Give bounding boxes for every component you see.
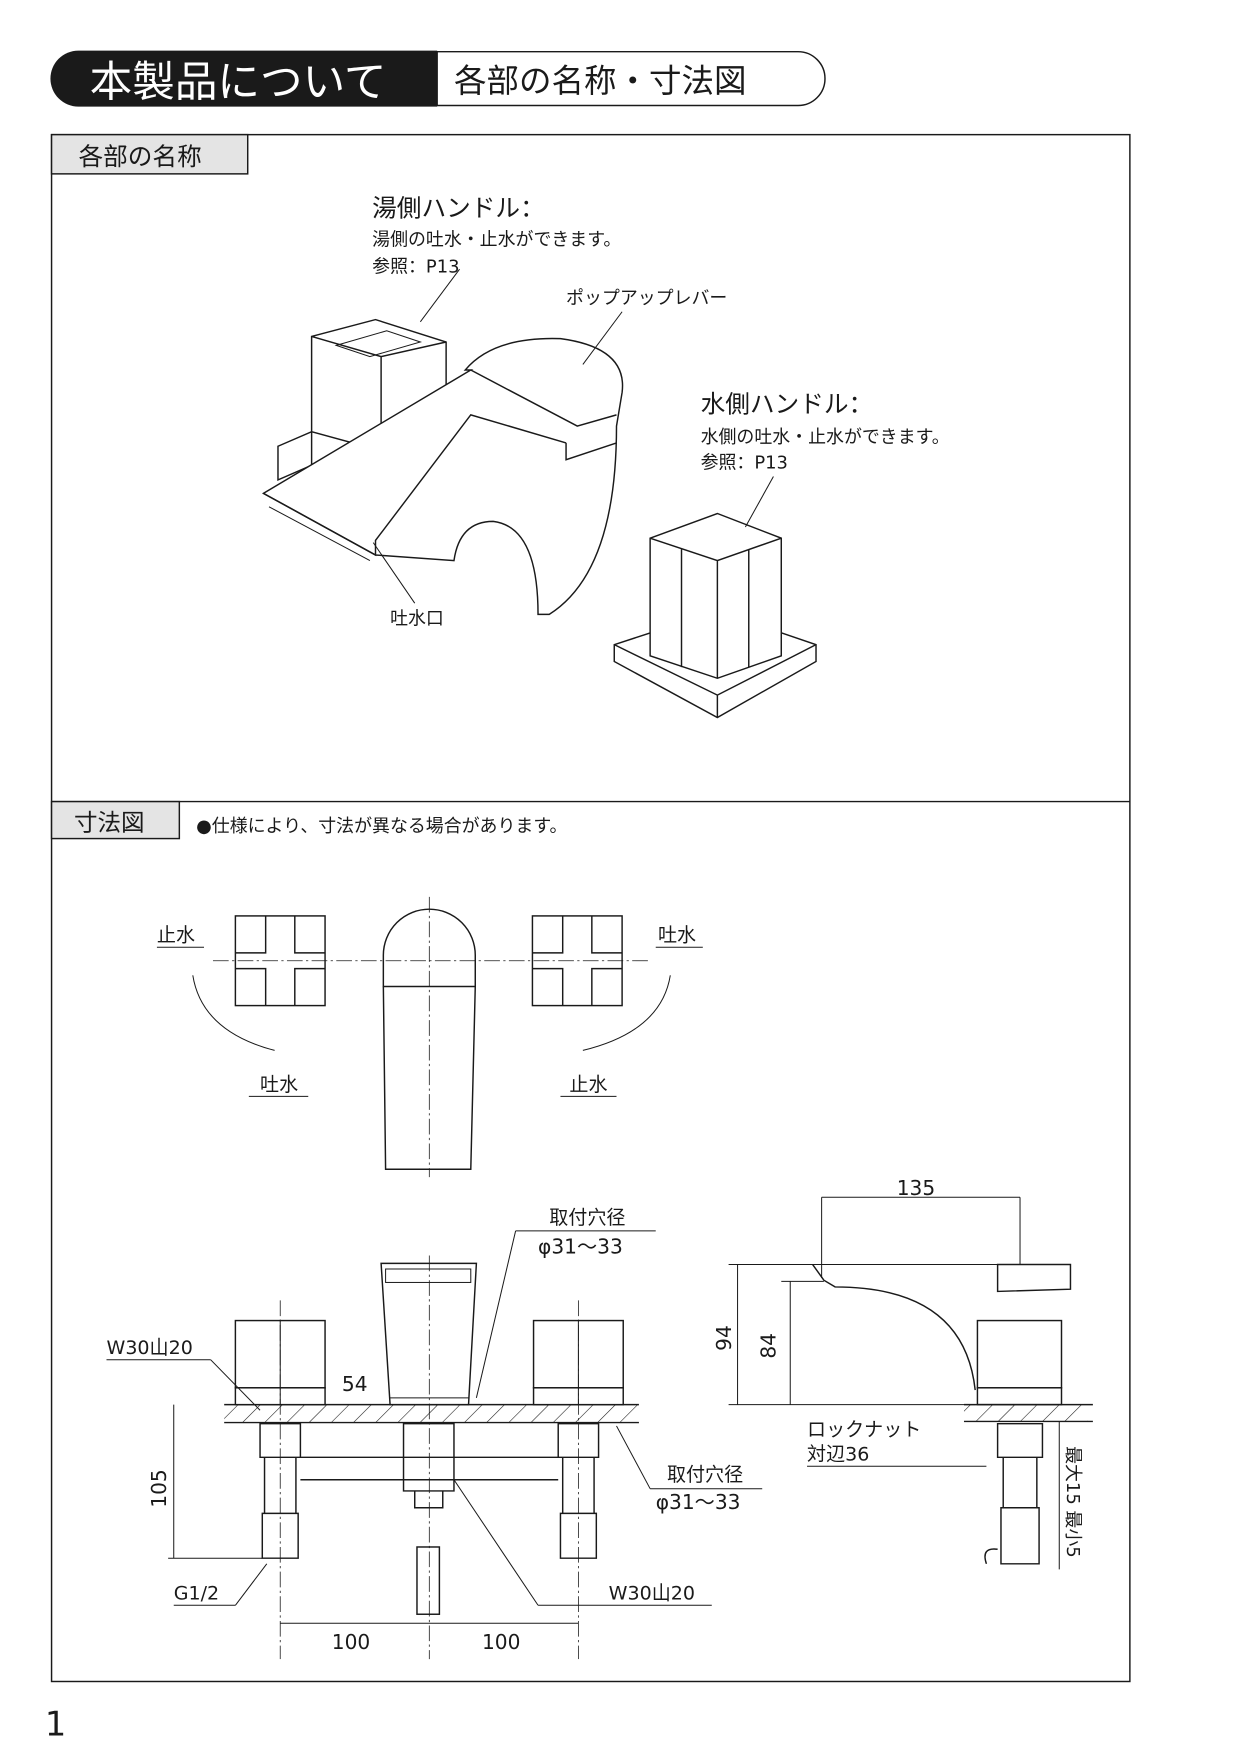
parts-section-label: 各部の名称: [78, 142, 201, 171]
popup-lever-label: ポップアップレバー: [566, 288, 727, 309]
right-hole-value: φ31～33: [656, 1490, 741, 1514]
parts-section: 各部の名称 湯側ハンドル： 湯側の吐水・止水ができます。 参照：P13 ポップア…: [50, 133, 950, 719]
dim-100-left: 100: [332, 1630, 370, 1654]
hot-handle-title: 湯側ハンドル：: [372, 193, 545, 222]
side-view-drawing: [728, 1196, 1093, 1570]
left-handle-stop-label: 止水: [157, 925, 195, 947]
spout-label: 吐水口: [390, 608, 444, 629]
center-thread-label: W30山20: [609, 1583, 695, 1605]
locknut-size: 対辺36: [807, 1444, 869, 1466]
dim-54: 54: [342, 1372, 368, 1396]
dimension-section-label: 寸法図: [74, 809, 145, 837]
dim-135: 135: [897, 1176, 935, 1200]
cold-handle-title: 水側ハンドル：: [701, 390, 874, 419]
header-title-pill: [50, 50, 438, 107]
header-subtitle: 各部の名称・寸法図: [454, 62, 747, 100]
left-handle-flow-label: 吐水: [260, 1074, 298, 1096]
faucet-isometric-illustration: [261, 268, 817, 719]
cold-handle-desc: 水側の吐水・止水ができます。: [701, 427, 950, 448]
hot-handle-ref: 参照：P13: [372, 257, 459, 278]
parts-section-tab: [50, 133, 249, 175]
cold-handle-ref: 参照：P13: [701, 453, 788, 474]
counter-thickness-range: 最大15 最小5: [1062, 1446, 1083, 1558]
locknut-label: ロックナット: [807, 1419, 921, 1441]
top-hole-label: 取付穴径: [549, 1207, 625, 1229]
front-view-drawing: [106, 1230, 763, 1660]
dim-105: 105: [147, 1469, 171, 1507]
content-frame: [50, 133, 1131, 1683]
top-view-drawing: [156, 896, 703, 1178]
left-thread-label: W30山20: [106, 1337, 192, 1359]
dimension-section-tab: [50, 800, 181, 840]
dim-94: 94: [712, 1325, 736, 1351]
dim-100-right: 100: [482, 1630, 520, 1654]
right-handle-stop-label: 止水: [569, 1074, 607, 1096]
top-hole-value: φ31～33: [538, 1234, 623, 1258]
g-thread-label: G1/2: [174, 1583, 219, 1605]
right-handle-flow-label: 吐水: [658, 925, 696, 947]
dim-84: 84: [757, 1333, 781, 1359]
right-hole-label: 取付穴径: [667, 1464, 743, 1486]
header-subtitle-box: [436, 50, 826, 107]
page-header: 本製品について 各部の名称・寸法図: [50, 50, 826, 108]
dimension-note: ●仕様により、寸法が異なる場合があります。: [196, 816, 567, 837]
hot-handle-desc: 湯側の吐水・止水ができます。: [372, 230, 621, 251]
header-title: 本製品について: [90, 58, 387, 108]
page-number: 1: [45, 1704, 66, 1743]
dimension-section: 寸法図 ●仕様により、寸法が異なる場合があります。 止水 吐水 吐水 止水: [50, 800, 1093, 1660]
